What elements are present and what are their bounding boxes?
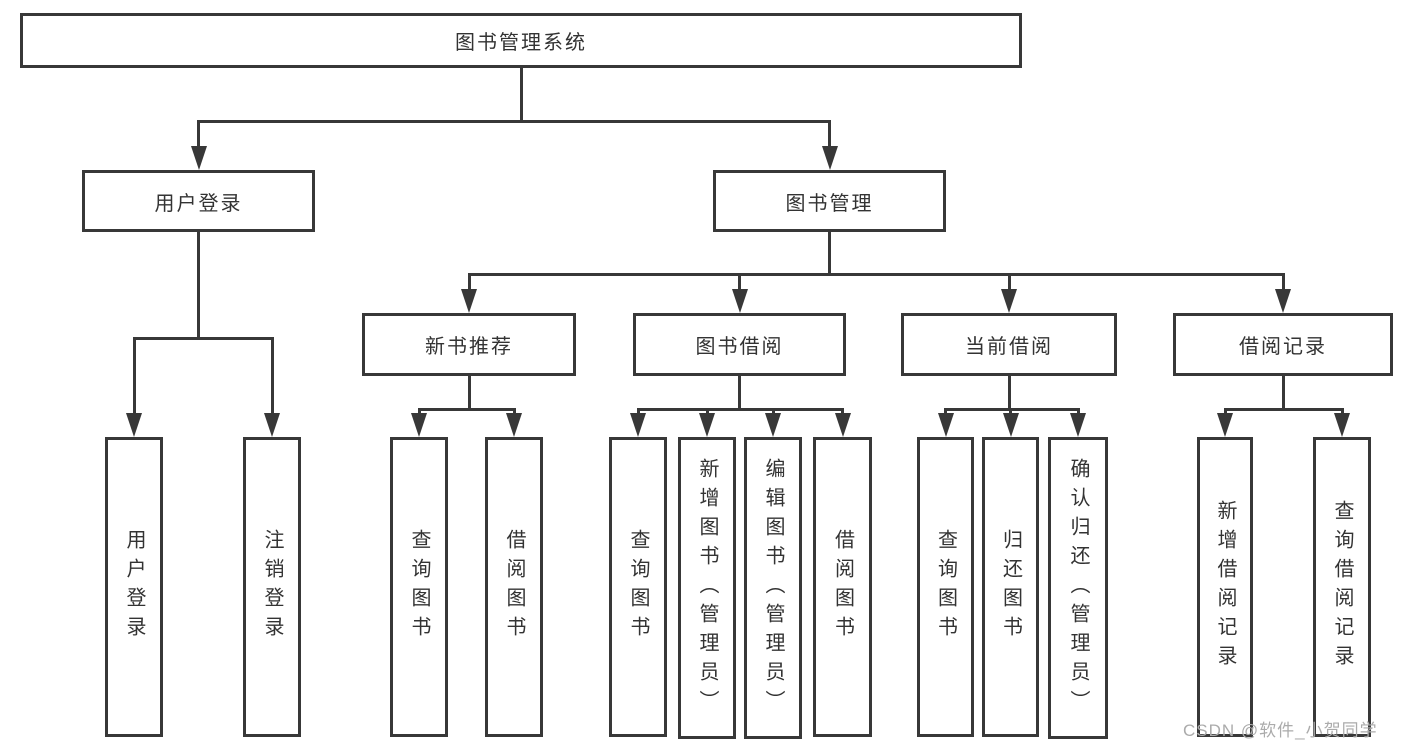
node-label: 当前借阅 bbox=[965, 336, 1053, 358]
node-leaf-query-book-2: 查询图书 bbox=[609, 437, 667, 737]
node-label: 编辑图书（管理员） bbox=[762, 457, 784, 719]
node-label: 确认归还（管理员） bbox=[1067, 457, 1089, 719]
node-label: 新书推荐 bbox=[425, 336, 513, 358]
connector-line bbox=[197, 232, 200, 340]
connector-line bbox=[1007, 376, 1011, 411]
connector-line bbox=[828, 232, 831, 276]
connector-line bbox=[132, 337, 136, 419]
node-leaf-add-record: 新增借阅记录 bbox=[1197, 437, 1253, 737]
node-user-login: 用户登录 bbox=[82, 170, 315, 232]
connector-line bbox=[467, 273, 471, 295]
node-label: 查询图书 bbox=[627, 529, 649, 645]
connector-line bbox=[197, 120, 200, 152]
node-label: 查询借阅记录 bbox=[1331, 500, 1353, 674]
node-leaf-query-record: 查询借阅记录 bbox=[1313, 437, 1371, 737]
arrowhead-icon bbox=[699, 413, 715, 437]
node-label: 图书管理系统 bbox=[455, 32, 587, 54]
node-leaf-borrow-book-2: 借阅图书 bbox=[813, 437, 872, 737]
node-leaf-query-book-3: 查询图书 bbox=[917, 437, 974, 737]
node-label: 借阅图书 bbox=[831, 529, 854, 645]
node-label: 图书管理 bbox=[785, 192, 874, 215]
node-leaf-query-book-1: 查询图书 bbox=[390, 437, 448, 737]
node-label: 查询图书 bbox=[934, 529, 957, 645]
connector-line bbox=[417, 408, 516, 411]
arrowhead-icon bbox=[126, 413, 142, 437]
connector-line bbox=[1007, 273, 1011, 295]
node-label: 新增图书（管理员） bbox=[696, 457, 718, 719]
node-root: 图书管理系统 bbox=[20, 13, 1022, 68]
arrowhead-icon bbox=[821, 146, 838, 170]
node-leaf-confirm-return: 确认归还（管理员） bbox=[1048, 437, 1108, 739]
arrowhead-icon bbox=[765, 413, 781, 437]
arrowhead-icon bbox=[190, 146, 207, 170]
node-label: 新增借阅记录 bbox=[1214, 500, 1236, 674]
node-leaf-borrow-book-1: 借阅图书 bbox=[485, 437, 543, 737]
node-current-borrow: 当前借阅 bbox=[901, 313, 1117, 376]
node-borrow-records: 借阅记录 bbox=[1173, 313, 1393, 376]
arrowhead-icon bbox=[1334, 413, 1350, 437]
connector-line bbox=[467, 376, 471, 411]
connector-line bbox=[738, 376, 741, 411]
connector-line bbox=[828, 120, 831, 152]
arrowhead-icon bbox=[411, 413, 427, 437]
arrowhead-icon bbox=[1217, 413, 1233, 437]
connector-line bbox=[467, 273, 1285, 276]
node-new-book-rec: 新书推荐 bbox=[362, 313, 576, 376]
node-leaf-return-book: 归还图书 bbox=[982, 437, 1039, 737]
node-label: 用户登录 bbox=[154, 192, 243, 215]
node-label: 注销登录 bbox=[261, 529, 283, 645]
connector-line bbox=[132, 337, 274, 340]
connector-line bbox=[270, 337, 274, 419]
node-leaf-edit-book: 编辑图书（管理员） bbox=[744, 437, 802, 739]
csdn-watermark: CSDN @软件_小贺同学 bbox=[1183, 721, 1378, 740]
arrowhead-icon bbox=[937, 413, 954, 437]
arrowhead-icon bbox=[1070, 413, 1086, 437]
arrowhead-icon bbox=[461, 289, 477, 313]
arrowhead-icon bbox=[731, 289, 748, 313]
connector-line bbox=[197, 120, 831, 123]
connector-line bbox=[1281, 376, 1285, 411]
node-leaf-add-book: 新增图书（管理员） bbox=[678, 437, 736, 739]
node-leaf-logout: 注销登录 bbox=[243, 437, 301, 737]
node-label: 借阅记录 bbox=[1239, 336, 1327, 358]
arrowhead-icon bbox=[506, 413, 522, 437]
arrowhead-icon bbox=[630, 413, 646, 437]
arrowhead-icon bbox=[1001, 289, 1017, 313]
arrowhead-icon bbox=[1002, 413, 1019, 437]
arrowhead-icon bbox=[834, 413, 851, 437]
connector-line bbox=[738, 273, 741, 295]
node-book-borrow: 图书借阅 bbox=[633, 313, 846, 376]
node-book-mgmt: 图书管理 bbox=[713, 170, 946, 232]
node-label: 查询图书 bbox=[408, 529, 430, 645]
connector-line bbox=[519, 68, 523, 123]
connector-line bbox=[1223, 408, 1344, 411]
connector-line bbox=[636, 408, 844, 411]
arrowhead-icon bbox=[264, 413, 280, 437]
node-label: 图书借阅 bbox=[695, 336, 784, 358]
node-label: 借阅图书 bbox=[503, 529, 525, 645]
node-label: 归还图书 bbox=[999, 529, 1022, 645]
connector-line bbox=[1281, 273, 1285, 295]
node-label: 用户登录 bbox=[123, 529, 145, 645]
node-leaf-user-login: 用户登录 bbox=[105, 437, 163, 737]
arrowhead-icon bbox=[1275, 289, 1291, 313]
